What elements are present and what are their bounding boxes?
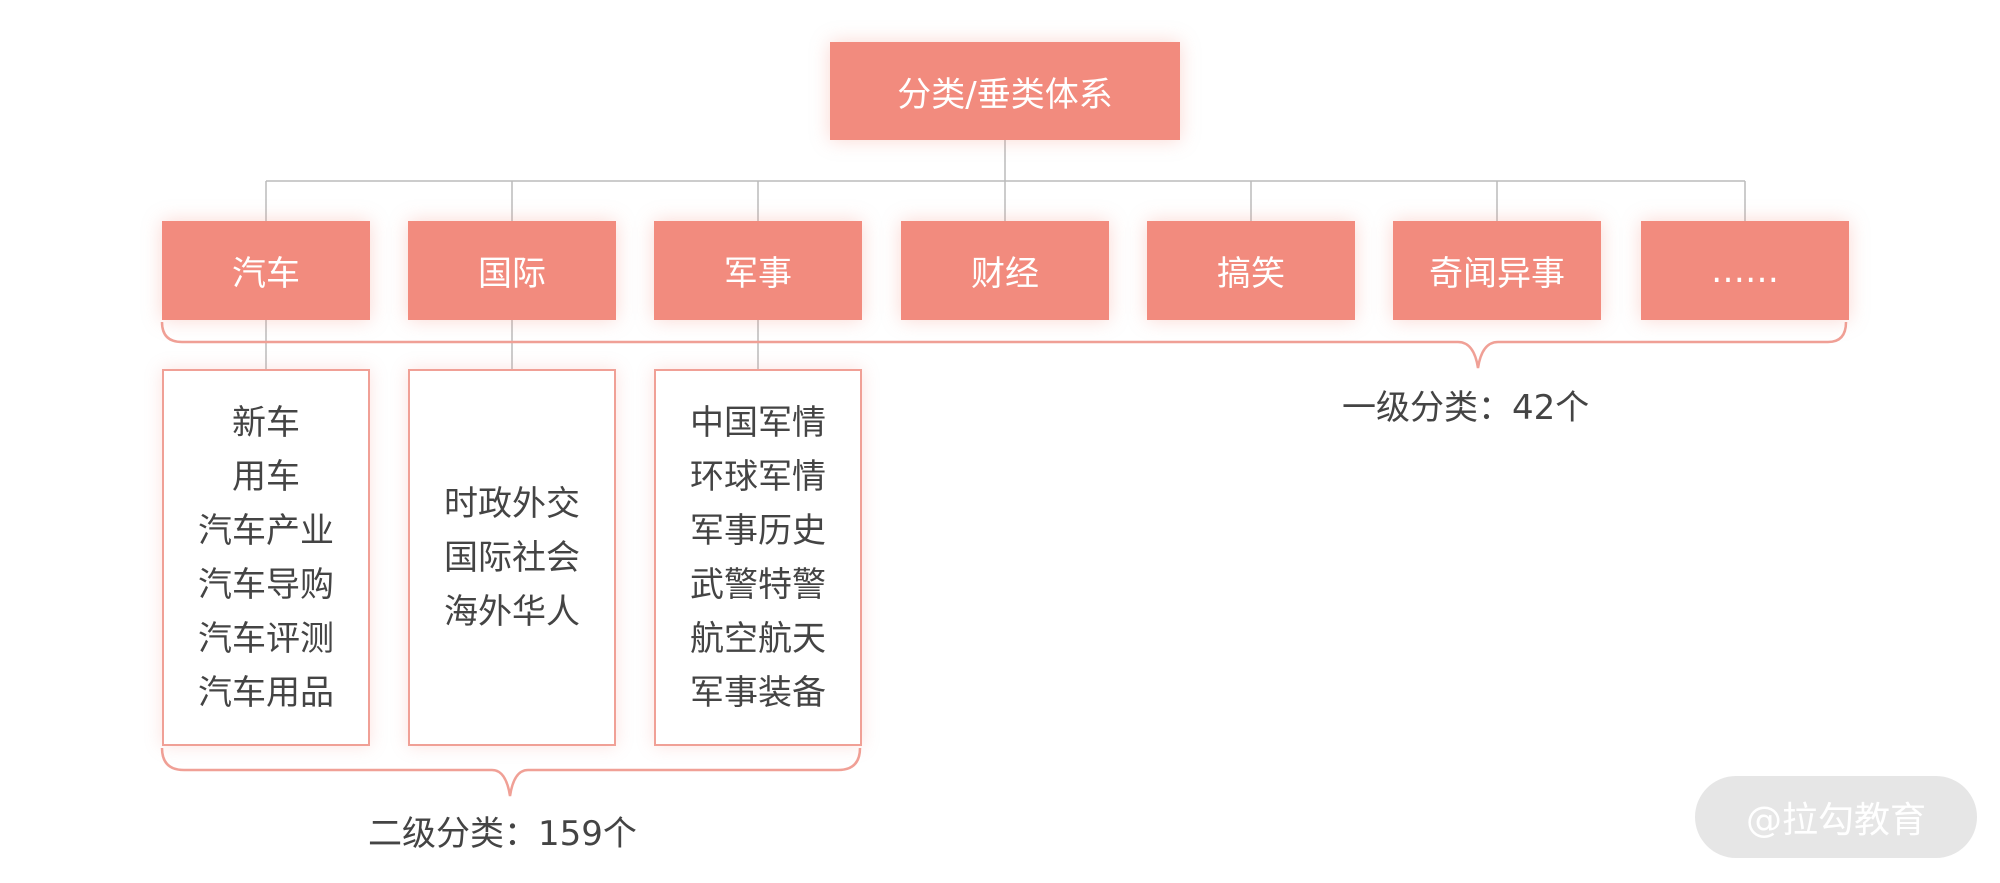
level2-caption: 二级分类：159个	[368, 814, 637, 854]
category-label: 搞笑	[1217, 254, 1285, 294]
category-node-oddities: 奇闻异事	[1393, 221, 1601, 320]
category-node-auto: 汽车	[162, 221, 370, 320]
subcategory-item: 汽车导购	[198, 564, 334, 605]
subcategory-box-military: 中国军情 环球军情 军事历史 武警特警 航空航天 军事装备	[654, 369, 862, 746]
subcategory-item: 中国军情	[690, 402, 826, 443]
subcategory-item: 军事装备	[690, 672, 826, 713]
category-node-more: ……	[1641, 221, 1849, 320]
subcategory-box-auto: 新车 用车 汽车产业 汽车导购 汽车评测 汽车用品	[162, 369, 370, 746]
subcategory-item: 国际社会	[444, 537, 580, 578]
subcategory-item: 武警特警	[690, 564, 826, 605]
category-label: 汽车	[232, 254, 300, 294]
level1-brace	[160, 321, 1848, 369]
category-node-military: 军事	[654, 221, 862, 320]
subcategory-item: 汽车产业	[198, 510, 334, 551]
category-node-funny: 搞笑	[1147, 221, 1355, 320]
subcategory-box-international: 时政外交 国际社会 海外华人	[408, 369, 616, 746]
category-label: 军事	[724, 254, 792, 294]
subcategory-item: 环球军情	[690, 456, 826, 497]
subcategory-item: 汽车评测	[198, 618, 334, 659]
category-label: 国际	[478, 254, 546, 294]
category-label: 财经	[971, 254, 1039, 294]
subcategory-item: 新车	[232, 402, 300, 443]
level2-brace	[160, 747, 862, 797]
subcategory-item: 汽车用品	[198, 672, 334, 713]
level1-caption: 一级分类：42个	[1342, 388, 1590, 428]
subcategory-item: 用车	[232, 456, 300, 497]
subcategory-item: 军事历史	[690, 510, 826, 551]
watermark-text: @拉勾教育	[1745, 800, 1926, 841]
category-node-international: 国际	[408, 221, 616, 320]
subcategory-item: 时政外交	[444, 483, 580, 524]
root-node: 分类/垂类体系	[830, 42, 1180, 140]
category-label: 奇闻异事	[1429, 254, 1565, 294]
category-node-finance: 财经	[901, 221, 1109, 320]
root-label: 分类/垂类体系	[897, 74, 1113, 115]
subcategory-item: 航空航天	[690, 618, 826, 659]
watermark-badge: @拉勾教育	[1695, 776, 1977, 858]
subcategory-item: 海外华人	[444, 591, 580, 632]
category-label: ……	[1711, 250, 1779, 291]
